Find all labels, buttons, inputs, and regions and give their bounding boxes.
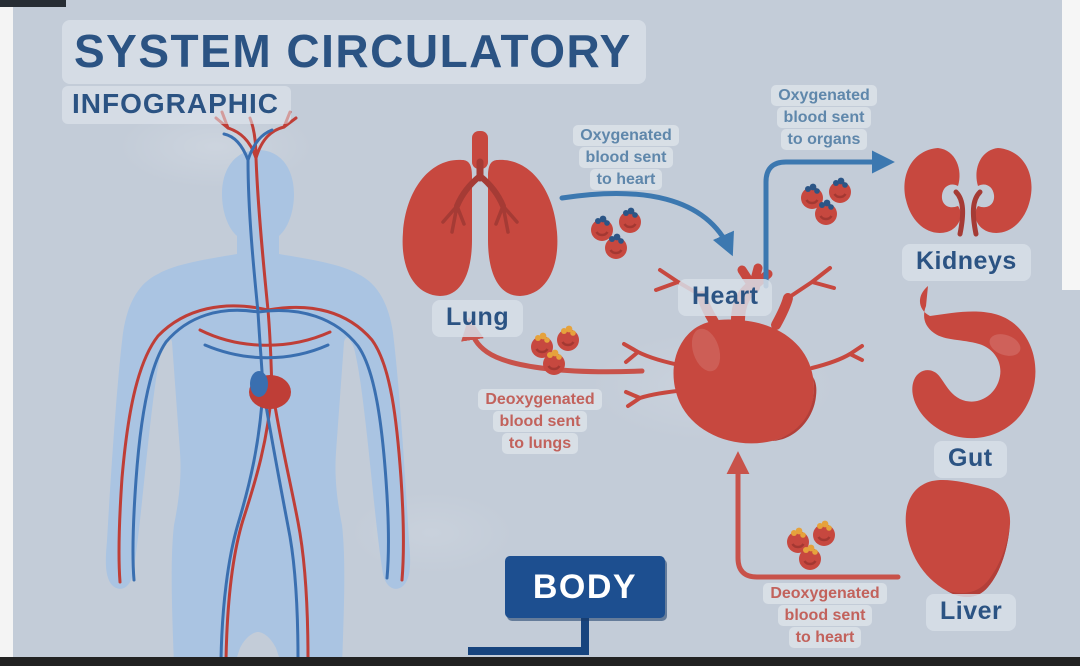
annotation-deoxygenated-to-heart: Deoxygenated blood sent to heart [752,582,898,649]
annotation-oxygenated-to-organs: Oxygenated blood sent to organs [752,84,896,151]
annotation-line: Oxygenated [771,85,877,106]
annotation-line: to organs [780,129,868,150]
annotation-line: blood sent [776,107,872,128]
frame-top-notch [0,0,66,7]
arrow-heart-to-organs [763,150,895,289]
annotation-line: to heart [589,169,663,190]
header: SYSTEM CIRCULATORY INFOGRAPHIC [62,20,646,124]
label-kidneys: Kidneys [902,244,1031,281]
liver-illustration [905,479,1011,597]
annotation-oxygenated-to-heart: Oxygenated blood sent to heart [556,124,696,191]
kidneys-illustration [904,148,1032,237]
arrow-lungs-to-heart [559,191,734,257]
inner-heart-icon [249,371,291,409]
page-subtitle: INFOGRAPHIC [62,86,291,124]
annotation-line: Oxygenated [573,125,679,146]
label-liver: Liver [926,594,1017,631]
frame-bottom-strip [0,657,1080,666]
human-body-silhouette [105,110,411,666]
annotation-line: Deoxygenated [763,583,887,604]
label-lung: Lung [432,300,524,337]
frame-left-strip [0,6,13,657]
body-box-connector [468,618,589,655]
arrow-body-to-heart [726,451,901,580]
label-heart: Heart [678,279,773,316]
annotation-line: Deoxygenated [478,389,602,410]
annotation-line: blood sent [578,147,674,168]
stomach-illustration [912,286,1036,439]
annotation-line: to heart [788,627,862,648]
annotation-line: blood sent [777,605,873,626]
frame-right-strip [1062,0,1080,290]
body-box: BODY [505,556,665,618]
annotation-deoxygenated-to-lungs: Deoxygenated blood sent to lungs [468,388,612,455]
page-title: SYSTEM CIRCULATORY [62,20,646,84]
label-gut: Gut [934,441,1007,478]
annotation-line: blood sent [492,411,588,432]
lungs-illustration [402,131,558,296]
arrow-heart-to-lungs [461,317,645,375]
annotation-line: to lungs [501,433,579,454]
